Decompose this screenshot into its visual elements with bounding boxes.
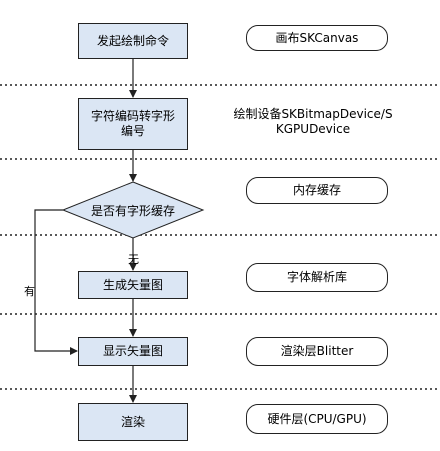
layer-memory-cache: 内存缓存 [246, 177, 388, 204]
layer-draw-device-label: 绘制设备SKBitmapDevice/SKGPUDevice [233, 107, 393, 136]
step-generate-vector-image: 生成矢量图 [78, 271, 188, 299]
layer-font-parsing-library: 字体解析库 [246, 263, 388, 292]
step-start-draw-command: 发起绘制命令 [78, 23, 188, 59]
step-char-encoding-to-glyph-id-label: 字符编码转字形编号 [91, 109, 176, 138]
layer-font-parsing-library-label: 字体解析库 [286, 270, 347, 284]
layer-memory-cache-label: 内存缓存 [292, 183, 341, 197]
step-generate-vector-image-label: 生成矢量图 [102, 277, 163, 292]
edge-decision-yes-step4 [34, 209, 78, 355]
step-display-vector-image-label: 显示矢量图 [102, 344, 163, 358]
layer-draw-device: 绘制设备SKBitmapDevice/SKGPUDevice [232, 98, 394, 146]
layer-canvas-label: 画布SKCanvas [275, 30, 359, 45]
edge-label-no: 无 [128, 253, 139, 266]
step-display-vector-image: 显示矢量图 [78, 337, 188, 366]
layer-hardware-label: 硬件层(CPU/GPU) [267, 411, 367, 426]
step-render-label: 渲染 [120, 414, 145, 429]
step-char-encoding-to-glyph-id: 字符编码转字形编号 [78, 98, 188, 150]
decision-label: 是否有字形缓存 [90, 203, 175, 218]
layer-hardware: 硬件层(CPU/GPU) [246, 404, 388, 434]
step-render: 渲染 [78, 403, 188, 441]
layer-render-blitter-label: 渲染层Blitter [280, 344, 354, 358]
layer-canvas: 画布SKCanvas [246, 25, 388, 51]
layer-render-blitter: 渲染层Blitter [246, 337, 388, 366]
step-start-draw-command-label: 发起绘制命令 [96, 33, 169, 48]
edge-label-yes: 有 [24, 285, 35, 298]
